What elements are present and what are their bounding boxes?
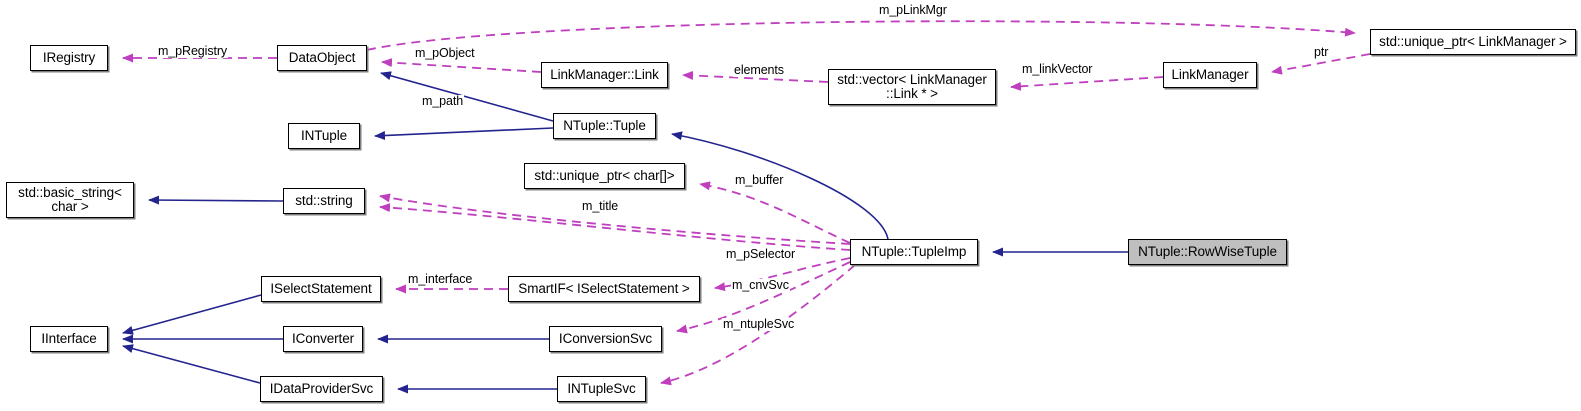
edge-ntupletuple-dataobject: [380, 71, 554, 122]
node-std-basic-string-char[interactable]: std::basic_string< char >: [6, 182, 134, 218]
edge-label-m-ntuplesvc: m_ntupleSvc: [722, 317, 796, 331]
node-label: IConverter: [291, 331, 355, 346]
node-label: std::unique_ptr< char[]>: [534, 168, 675, 183]
edge-linkmanager-stdvector: [1010, 76, 1164, 91]
edge-label-elements: elements: [733, 63, 785, 77]
node-label: IRegistry: [42, 50, 96, 65]
node-iconversionsvc[interactable]: IConversionSvc: [549, 326, 662, 352]
edge-label-m-interface: m_interface: [407, 272, 474, 286]
edge-label-m-pselector: m_pSelector: [725, 247, 797, 261]
edge-ntupletuple-dataobject-usage: [381, 58, 542, 73]
node-std-unique-ptr-char-array[interactable]: std::unique_ptr< char[]>: [524, 163, 685, 189]
node-label: IConversionSvc: [558, 331, 653, 346]
edge-label-m-cnvsvc: m_cnvSvc: [731, 278, 790, 292]
node-ntuple-tupleimp[interactable]: NTuple::TupleImp: [850, 239, 978, 265]
node-linkmanager-link[interactable]: LinkManager::Link: [541, 62, 668, 88]
edge-stdstring-basicstring: [148, 195, 284, 205]
node-label: std::basic_string< char >: [18, 185, 122, 214]
node-std-vector-linkmanager-link[interactable]: std::vector< LinkManager ::Link * >: [828, 69, 996, 105]
edge-label-ptr: ptr: [1313, 45, 1330, 59]
node-label: std::vector< LinkManager ::Link * >: [837, 72, 987, 101]
node-label: SmartIF< ISelectStatement >: [518, 281, 690, 296]
edge-label-m-linkvector: m_linkVector: [1021, 62, 1094, 76]
edge-idataprovidersvc-iinterface: [122, 344, 261, 384]
node-label: ISelectStatement: [270, 281, 372, 296]
node-label: LinkManager: [1171, 67, 1249, 82]
node-label: LinkManager::Link: [550, 67, 659, 82]
node-std-unique-ptr-linkmanager[interactable]: std::unique_ptr< LinkManager >: [1370, 29, 1576, 55]
edge-label-m-title: m_title: [581, 199, 620, 213]
node-ntuple-rowwisetuple[interactable]: NTuple::RowWiseTuple: [1128, 239, 1287, 265]
node-intuple[interactable]: INTuple: [288, 123, 360, 149]
edge-ntupletuple-intuple: [374, 127, 554, 141]
node-linkmanager[interactable]: LinkManager: [1163, 62, 1257, 88]
node-std-string[interactable]: std::string: [283, 188, 365, 214]
edge-label-m-pobject: m_pObject: [414, 46, 476, 60]
node-label: NTuple::TupleImp: [861, 244, 967, 259]
node-idataprovidersvc[interactable]: IDataProviderSvc: [260, 376, 383, 402]
node-label: INTupleSvc: [567, 381, 636, 396]
node-dataobject[interactable]: DataObject: [277, 45, 367, 71]
node-label: std::string: [295, 193, 353, 208]
edge-tupleimp-uniqueptrlinkmgr: [366, 20, 1356, 51]
node-intuplesvc[interactable]: INTupleSvc: [557, 376, 646, 402]
edge-label-m-path: m_path: [421, 94, 465, 108]
node-label: IInterface: [41, 331, 97, 346]
node-iconverter[interactable]: IConverter: [283, 326, 363, 352]
edge-tupleimp-stdstring-title: [379, 203, 851, 251]
edge-tupleimp-uniqueptrchar: [699, 181, 851, 244]
edge-iselectstatement-iinterface: [122, 294, 262, 335]
node-label: INTuple: [300, 128, 348, 143]
edge-label-m-pregistry: m_pRegistry: [157, 44, 229, 58]
node-label: DataObject: [288, 50, 356, 65]
node-label: IDataProviderSvc: [269, 381, 374, 396]
node-label: NTuple::RowWiseTuple: [1138, 244, 1277, 259]
node-label: NTuple::Tuple: [563, 118, 646, 133]
node-label: std::unique_ptr< LinkManager >: [1379, 34, 1567, 49]
node-iregistry[interactable]: IRegistry: [30, 45, 108, 71]
node-iselectstatement[interactable]: ISelectStatement: [261, 276, 381, 302]
edge-label-m-plinkmgr: m_pLinkMgr: [878, 3, 948, 17]
node-iinterface[interactable]: IInterface: [30, 326, 108, 352]
node-ntuple-tuple[interactable]: NTuple::Tuple: [553, 113, 656, 139]
edge-label-m-buffer: m_buffer: [734, 173, 785, 187]
node-smartif-iselectstatement[interactable]: SmartIF< ISelectStatement >: [508, 276, 700, 302]
